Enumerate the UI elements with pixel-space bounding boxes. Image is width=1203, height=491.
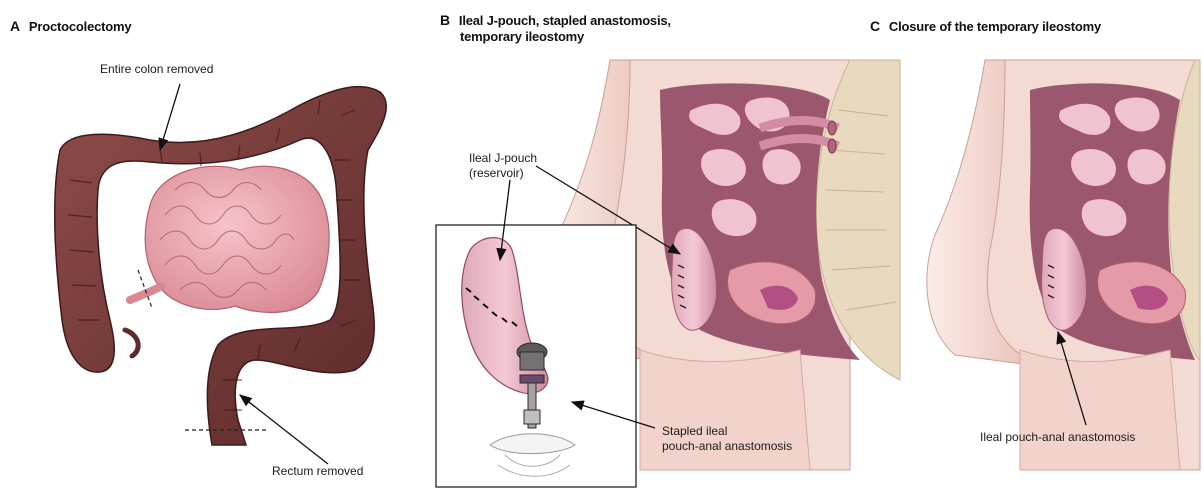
label-ileal-j-pouch-line2: (reservoir) xyxy=(469,166,524,180)
panel-c-letter: C xyxy=(870,18,880,34)
colon-diagram xyxy=(55,84,387,464)
label-entire-colon-removed: Entire colon removed xyxy=(100,62,213,77)
label-stapled-line1: Stapled ileal xyxy=(662,424,727,438)
label-rectum-removed: Rectum removed xyxy=(272,464,363,479)
label-ileal-pouch-anal: Ileal pouch-anal anastomosis xyxy=(980,430,1135,445)
panel-b-letter: B xyxy=(440,12,450,28)
panel-a-title: A Proctocolectomy xyxy=(10,18,131,35)
label-stapled-anastomosis: Stapled ileal pouch-anal anastomosis xyxy=(662,424,792,454)
label-stapled-line2: pouch-anal anastomosis xyxy=(662,439,792,453)
panel-c-title: C Closure of the temporary ileostomy xyxy=(870,18,1101,35)
pelvis-diagram-c xyxy=(927,60,1200,470)
panel-b-title: B Ileal J-pouch, stapled anastomosis, tem… xyxy=(440,12,671,45)
inset-panel xyxy=(436,180,655,487)
panel-a-letter: A xyxy=(10,18,20,34)
panel-b-title-line2: temporary ileostomy xyxy=(460,29,584,44)
label-ileal-j-pouch: Ileal J-pouch (reservoir) xyxy=(469,151,537,181)
panel-a-title-text: Proctocolectomy xyxy=(29,19,131,34)
panel-c-title-text: Closure of the temporary ileostomy xyxy=(889,19,1101,34)
label-ileal-j-pouch-line1: Ileal J-pouch xyxy=(469,151,537,165)
panel-b-title-line1: Ileal J-pouch, stapled anastomosis, xyxy=(459,13,671,28)
